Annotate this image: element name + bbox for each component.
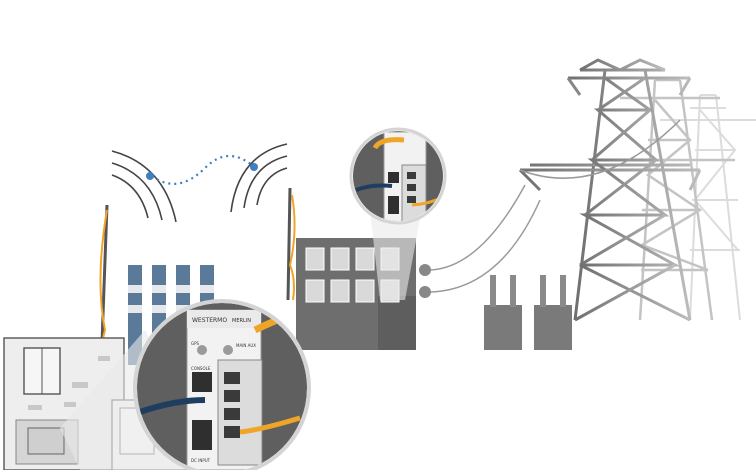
console-label: CONSOLE [191,366,211,371]
power-line [429,119,681,293]
wireless-signal-icon [230,143,288,213]
gps-label: GPS [191,341,200,346]
antenna-icon [286,187,292,301]
dc-input-label: DC INPUT [191,458,211,463]
magnified-device-view: WESTERMO MERLIN GPS MAIN AUX CONSOLE DC … [133,299,311,470]
wireless-link [146,154,258,185]
product-name: MERLIN [232,318,251,324]
brand-logo: WESTERMO [192,317,227,324]
wireless-signal-icon [111,150,177,223]
magnified-device-view-small [349,127,447,225]
main-aux-label: MAIN AUX [236,343,256,348]
power-pylon-icon [518,58,702,322]
transformer-icon [484,275,572,350]
